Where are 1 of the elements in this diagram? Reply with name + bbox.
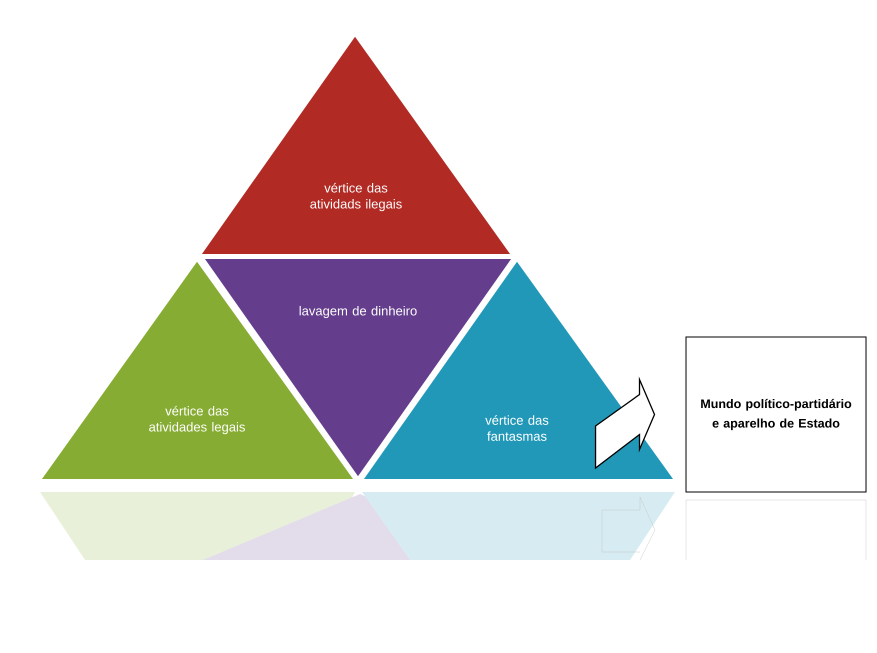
text-box: Mundo político-partidário e aparelho de Estado xyxy=(686,336,867,492)
